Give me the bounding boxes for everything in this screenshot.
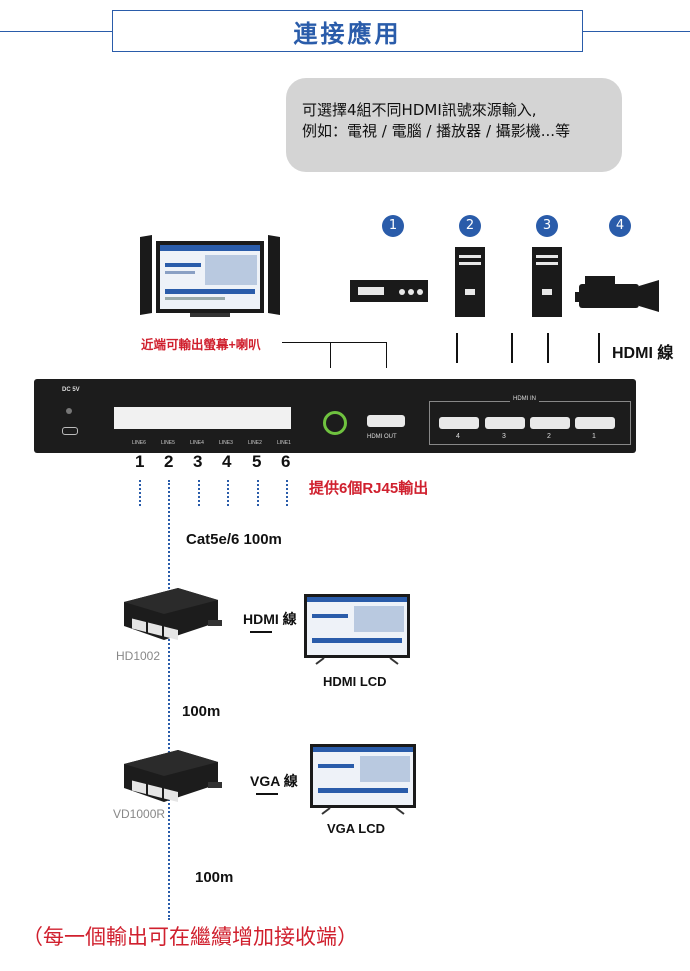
port-dotted-line xyxy=(198,480,200,506)
receiver-model: HD1002 xyxy=(116,649,161,663)
source-line xyxy=(456,333,458,363)
hdmi-cable-label: HDMI 線 xyxy=(612,345,674,362)
rj45-port xyxy=(259,407,291,429)
cat-cable-label: Cat5e/6 100m xyxy=(186,531,282,548)
line-label: LINE1 xyxy=(277,440,291,446)
title-box: 連接應用 xyxy=(112,10,583,52)
receiver-box-icon xyxy=(124,588,222,640)
hdmi-in-port-number: 2 xyxy=(547,433,551,440)
ir-sensor-icon xyxy=(323,411,347,435)
video-camera-icon xyxy=(575,276,659,312)
connector-line xyxy=(330,342,386,343)
rj45-port xyxy=(143,407,175,429)
receiver-model: VD1000R xyxy=(113,807,166,821)
rj45-port xyxy=(114,407,146,429)
source-number-3: 3 xyxy=(536,215,558,237)
port-dotted-line xyxy=(286,480,288,506)
hdmi-in-port xyxy=(575,417,615,429)
computer-tower-icon xyxy=(532,247,562,317)
receiver-cable-label: HDMI 線 xyxy=(243,611,297,627)
line-label: LINE6 xyxy=(132,440,146,446)
footer-note: （每一個輸出可在繼續增加接收端） xyxy=(22,926,358,949)
dc-label: DC 5V xyxy=(62,387,80,393)
hdmi-in-port xyxy=(530,417,570,429)
line-label: LINE2 xyxy=(248,440,262,446)
source-line xyxy=(511,333,513,363)
port-dotted-line xyxy=(139,480,141,506)
line-label: LINE4 xyxy=(190,440,204,446)
port-number-5: 5 xyxy=(252,452,262,471)
header-rule-right xyxy=(583,31,690,32)
rj45-port xyxy=(230,407,262,429)
splitter-device: DC 5V LINE6 LINE5 LINE4 LINE3 LINE2 LINE… xyxy=(34,379,636,453)
rj45-note: 提供6個RJ45輸出 xyxy=(309,480,429,497)
callout-line-1: 可選擇4組不同HDMI訊號來源輸入, xyxy=(302,101,537,119)
hdmi-in-port-number: 3 xyxy=(502,433,506,440)
vga-lcd-icon xyxy=(310,744,416,815)
receiver-display-label: VGA LCD xyxy=(327,821,386,836)
computer-tower-icon xyxy=(455,247,485,317)
source-number-2: 2 xyxy=(459,215,481,237)
page-title: 連接應用 xyxy=(293,19,402,48)
line-label: LINE5 xyxy=(161,440,175,446)
cable-dash xyxy=(256,793,278,795)
near-display-connector xyxy=(282,342,330,343)
rj45-port xyxy=(172,407,204,429)
line-label: LINE3 xyxy=(219,440,233,446)
distance-label-1: 100m xyxy=(182,703,221,720)
near-end-display-icon xyxy=(140,235,280,317)
hdmi-in-port-number: 4 xyxy=(456,433,460,440)
source-number-4: 4 xyxy=(609,215,631,237)
receiver-box-icon xyxy=(124,750,222,802)
rj45-port xyxy=(201,407,233,429)
source-line xyxy=(547,333,549,363)
near-display-label: 近端可輸出螢幕+喇叭 xyxy=(141,338,261,352)
receiver-display-label: HDMI LCD xyxy=(323,674,387,689)
cable-trunk-line xyxy=(168,480,170,920)
hdmi-in-port-number: 1 xyxy=(592,433,596,440)
hdmi-in-port xyxy=(485,417,525,429)
hdmi-out-port xyxy=(367,415,405,427)
source-line xyxy=(598,333,600,363)
callout-bubble: 可選擇4組不同HDMI訊號來源輸入, 例如：電視 / 電腦 / 播放器 / 攝影… xyxy=(286,78,622,172)
callout-line-2: 例如：電視 / 電腦 / 播放器 / 攝影機...等 xyxy=(302,122,571,140)
port-dotted-line xyxy=(227,480,229,506)
port-number-4: 4 xyxy=(222,452,232,471)
hdmi-in-port xyxy=(439,417,479,429)
cable-dash xyxy=(250,631,272,633)
hdmi-lcd-icon xyxy=(304,594,410,665)
port-number-6: 6 xyxy=(281,452,291,471)
settop-box-icon xyxy=(350,280,428,302)
led-indicator xyxy=(66,408,72,414)
receiver-cable-label: VGA 線 xyxy=(250,773,298,789)
hdmi-in-label: HDMI IN xyxy=(510,396,539,402)
connector-line xyxy=(330,342,331,368)
port-number-1: 1 xyxy=(135,452,145,471)
distance-label-2: 100m xyxy=(195,869,234,886)
port-number-2: 2 xyxy=(164,452,174,471)
connector-line xyxy=(386,342,387,368)
header-rule-left xyxy=(0,31,112,32)
source-number-1: 1 xyxy=(382,215,404,237)
port-dotted-line xyxy=(257,480,259,506)
dc-jack-icon xyxy=(62,427,78,435)
port-number-3: 3 xyxy=(193,452,203,471)
hdmi-out-label: HDMI OUT xyxy=(367,434,397,440)
